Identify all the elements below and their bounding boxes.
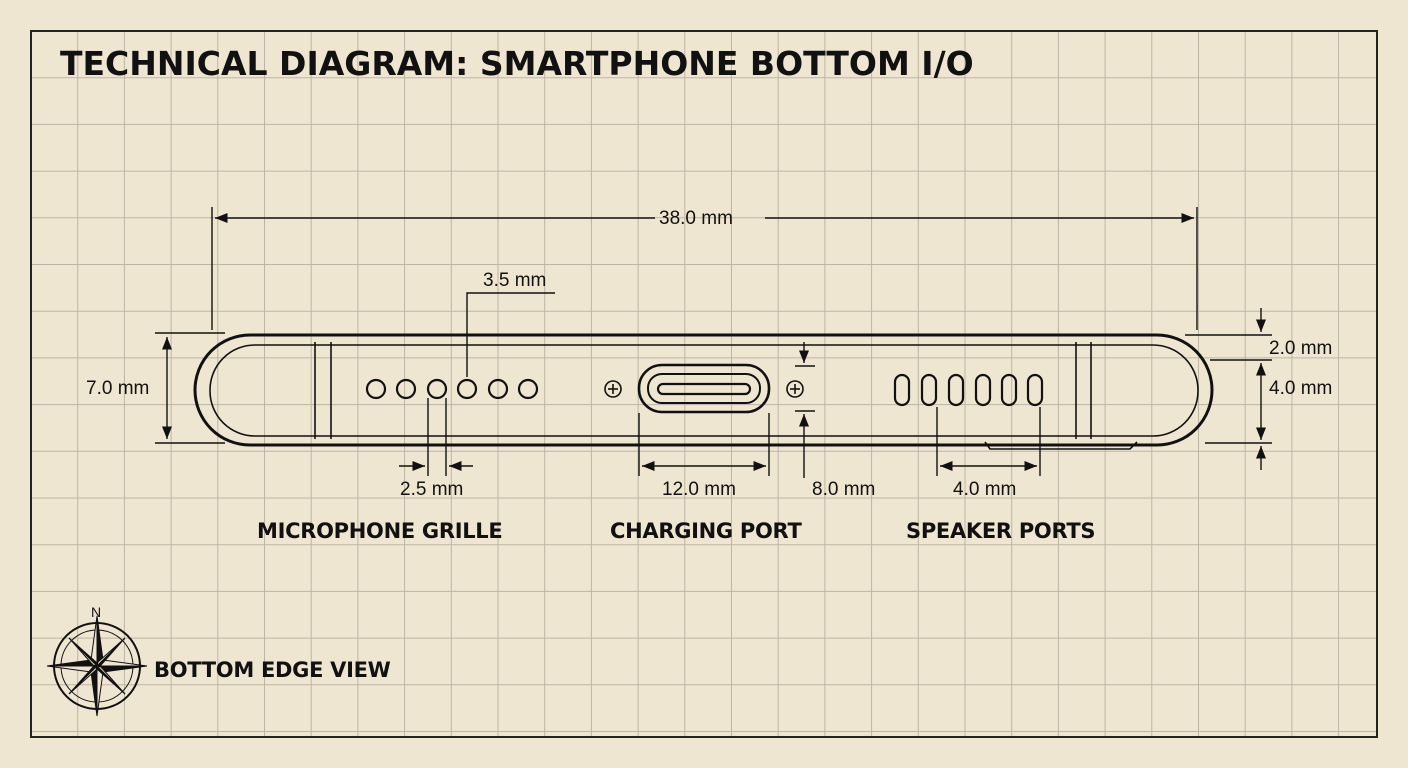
right-top-label: 2.0 mm <box>1269 338 1333 359</box>
mic-hole-diameter-label: 3.5 mm <box>483 270 547 291</box>
microphone-grille-label: MICROPHONE GRILLE <box>257 519 503 543</box>
speaker-span-label: 4.0 mm <box>953 479 1017 500</box>
speaker-ports-label: SPEAKER PORTS <box>906 519 1096 543</box>
compass-rose-icon <box>46 615 148 717</box>
grid-lines <box>31 31 1377 737</box>
page-title: TECHNICAL DIAGRAM: SMARTPHONE BOTTOM I/O <box>60 44 974 83</box>
microphone-grille <box>365 378 539 400</box>
speaker-ports <box>893 373 1044 407</box>
port-width-label: 12.0 mm <box>662 479 736 500</box>
phone-outline <box>193 333 1214 450</box>
mic-spacing-label: 2.5 mm <box>400 479 464 500</box>
compass-north-label: N <box>91 604 102 620</box>
dimension-lines <box>155 207 1272 478</box>
view-caption: BOTTOM EDGE VIEW <box>154 658 391 682</box>
thickness-label: 7.0 mm <box>86 378 150 399</box>
charging-port-label: CHARGING PORT <box>610 519 802 543</box>
overall-width-label: 38.0 mm <box>659 208 733 229</box>
drawing-frame <box>30 30 1378 738</box>
port-height-label: 8.0 mm <box>812 479 876 500</box>
charging-port <box>637 363 771 414</box>
right-screw-icon <box>786 380 804 398</box>
left-screw-icon <box>604 380 622 398</box>
right-middle-label: 4.0 mm <box>1269 378 1333 399</box>
